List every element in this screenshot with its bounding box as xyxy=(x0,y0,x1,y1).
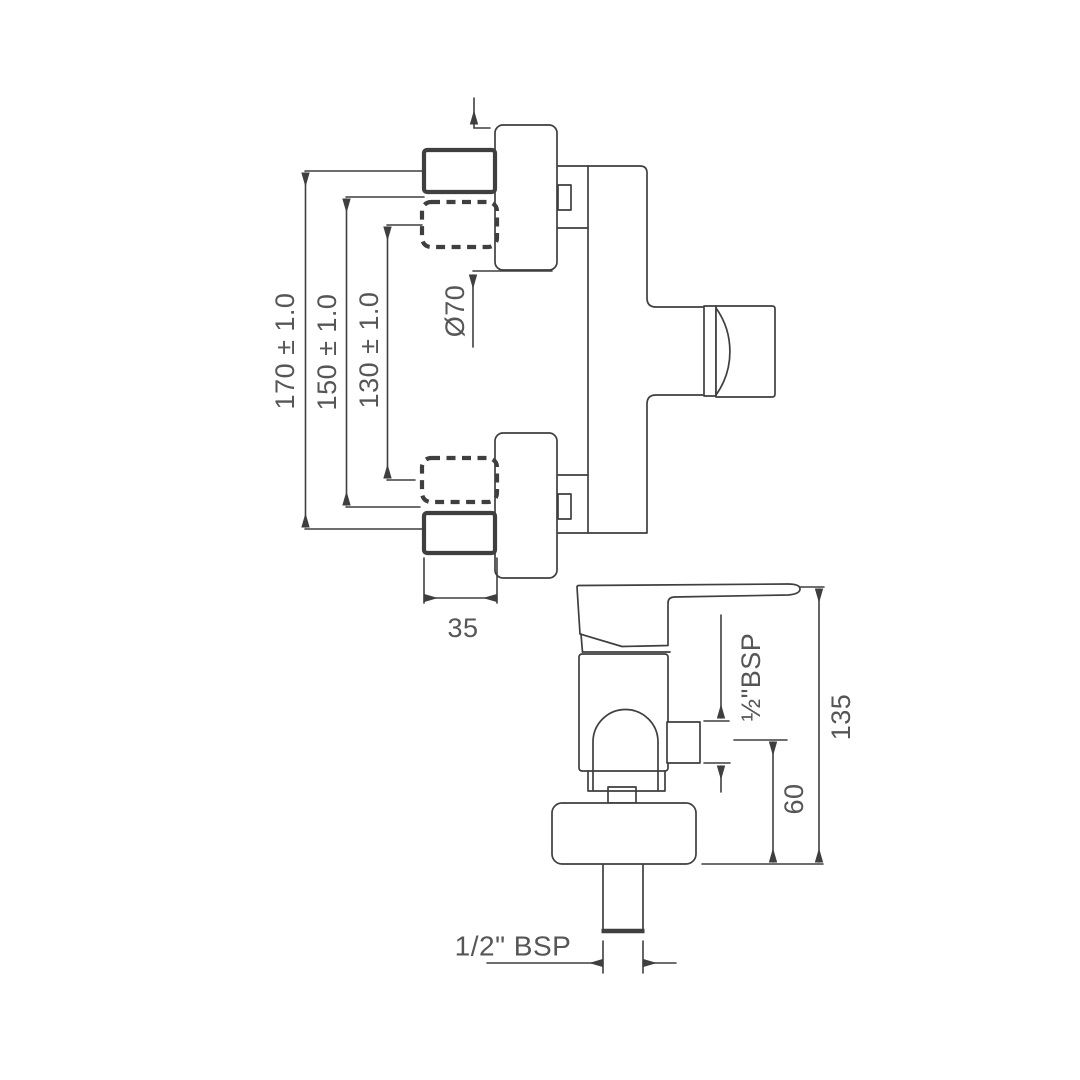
top-inlet-assembly xyxy=(419,124,572,271)
outlet-thread-callout: ½"BSP xyxy=(703,614,766,793)
dim-150-label: 150 ± 1.0 xyxy=(312,294,342,411)
top-inlet-pipe xyxy=(421,147,498,195)
outlet-thread-label: ½"BSP xyxy=(736,633,766,722)
dia-70-callout: Ø70 xyxy=(440,270,553,348)
dim-135-label: 135 xyxy=(826,694,856,741)
bottom-connector-notch xyxy=(557,493,572,520)
front-view: 170 ± 1.0 150 ± 1.0 130 ± 1.0 Ø70 3 xyxy=(270,97,776,643)
handle-base-edge xyxy=(580,633,584,653)
spout-front xyxy=(703,305,776,398)
top-inlet-alt-position xyxy=(419,199,500,250)
dim-170: 170 ± 1.0 xyxy=(270,170,425,530)
wall-mount-side xyxy=(551,802,697,934)
stem xyxy=(587,770,666,792)
handle-outline xyxy=(576,583,801,648)
lever-handle-side xyxy=(576,583,801,653)
mixer-body-front xyxy=(557,165,704,534)
side-view: ½"BSP 60 135 1/2" BSP xyxy=(455,583,856,974)
top-connector-notch xyxy=(557,184,572,211)
dia-70-label: Ø70 xyxy=(440,285,470,338)
top-leader-corner xyxy=(473,123,491,129)
body-side xyxy=(578,653,669,772)
dim-150: 150 ± 1.0 xyxy=(312,196,425,508)
dim-135: 135 xyxy=(799,586,856,863)
bottom-inlet-pipe xyxy=(421,510,498,556)
inlet-thread-label: 1/2" BSP xyxy=(455,931,572,962)
body-bottom-right-contour xyxy=(557,394,704,534)
body-top-right-contour xyxy=(557,165,704,308)
bottom-inlet-assembly xyxy=(419,432,572,579)
dome-arch xyxy=(592,708,659,791)
dim-60: 60 xyxy=(733,739,809,863)
dim-130: 130 ± 1.0 xyxy=(354,224,423,481)
bottom-inlet-alt-position xyxy=(419,455,500,505)
dim-35-label: 35 xyxy=(447,613,478,643)
stem-tab xyxy=(607,786,637,804)
dim-170-label: 170 ± 1.0 xyxy=(270,293,300,410)
spout-end-cap xyxy=(715,305,776,398)
top-leader xyxy=(469,97,491,129)
inlet-thread-callout: 1/2" BSP xyxy=(455,931,677,974)
dim-35: 35 xyxy=(423,557,498,643)
spout-face-arc xyxy=(715,307,731,396)
top-flange xyxy=(494,124,558,271)
outlet-nub xyxy=(666,721,701,764)
wall-flange xyxy=(551,802,697,865)
bottom-flange xyxy=(494,432,558,579)
spout-ring xyxy=(703,305,717,397)
mixer-body-side xyxy=(578,653,701,804)
dim-60-label: 60 xyxy=(779,783,809,814)
dim-130-label: 130 ± 1.0 xyxy=(354,292,384,409)
